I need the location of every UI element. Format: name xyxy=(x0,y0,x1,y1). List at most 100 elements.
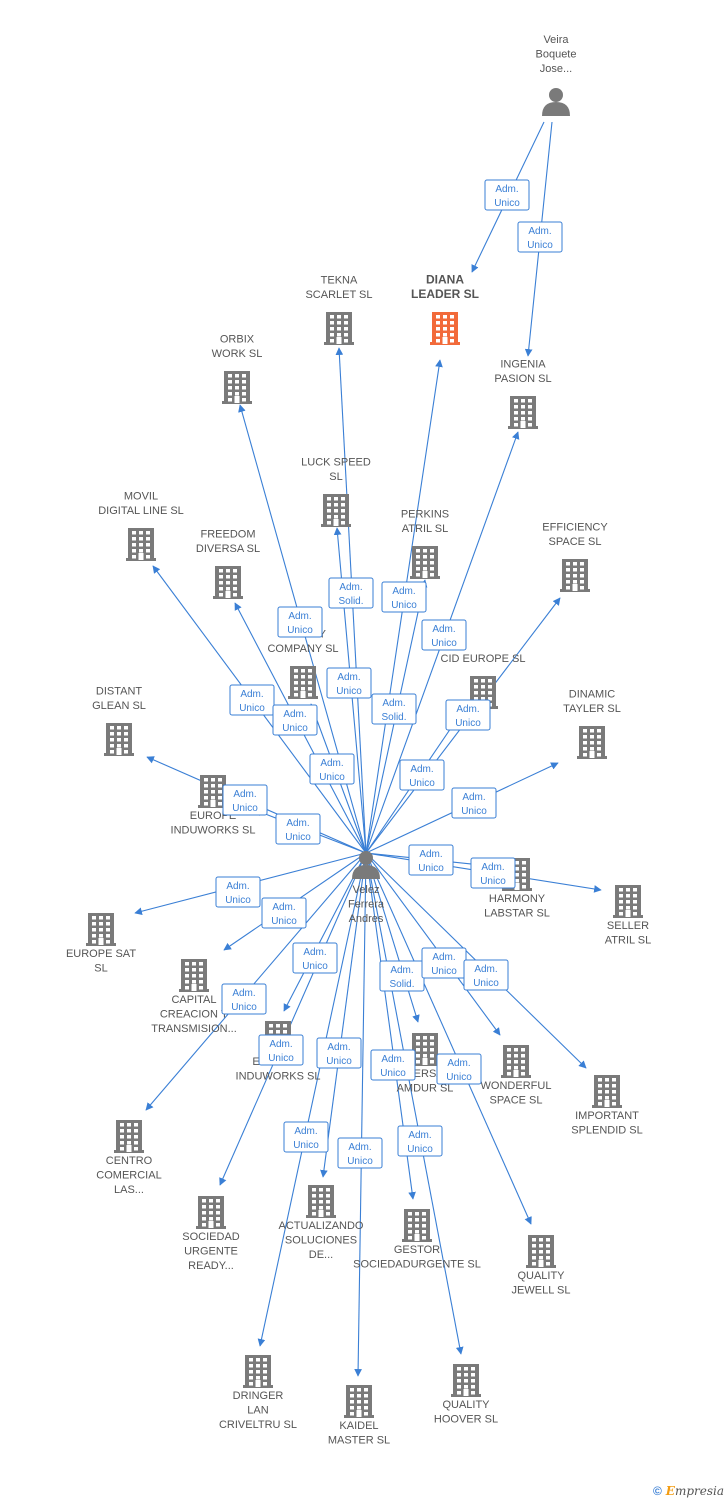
company-cid-label: CID EUROPE SL xyxy=(441,653,526,665)
company-dringer-label: DRINGER xyxy=(233,1390,284,1402)
relation-badge-harmony[interactable]: Adm.Unico xyxy=(408,844,454,876)
relation-edge-velez-kaidel xyxy=(354,852,367,1377)
relation-badge-experts[interactable]: Adm.Unico xyxy=(292,942,338,974)
building-icon[interactable] xyxy=(577,726,607,759)
building-icon[interactable] xyxy=(613,885,643,918)
building-icon[interactable] xyxy=(430,312,460,345)
edges-layer xyxy=(134,121,602,1377)
relation-badge-kaidel[interactable]: Adm.Unico xyxy=(337,1137,383,1169)
relation-badge-text: Adm. xyxy=(408,1130,431,1141)
relation-badge-text: Adm. xyxy=(337,672,360,683)
building-icon[interactable] xyxy=(508,396,538,429)
building-icon[interactable] xyxy=(222,371,252,404)
building-icon[interactable] xyxy=(410,546,440,579)
relation-badge-text: Adm. xyxy=(390,965,413,976)
relation-badge-movil[interactable]: Adm.Unico xyxy=(229,684,275,716)
relation-badge-dinamic[interactable]: Adm.Unico xyxy=(451,787,497,819)
building-icon[interactable] xyxy=(501,1045,531,1078)
company-versa-label: AMDUR SL xyxy=(397,1083,454,1095)
relation-badge-text: Unico xyxy=(287,625,313,636)
relation-badge-europeind[interactable]: Adm. Unico xyxy=(275,813,321,845)
company-qhoover-label: HOOVER SL xyxy=(434,1414,498,1426)
person-velez-label: Velez xyxy=(353,884,380,896)
person-icon[interactable] xyxy=(352,851,380,879)
building-icon[interactable] xyxy=(243,1355,273,1388)
company-distant-label: DISTANT xyxy=(96,686,143,698)
relation-badge-cid[interactable]: Adm.Unico xyxy=(399,759,445,791)
building-icon[interactable] xyxy=(213,566,243,599)
relation-badge-seller[interactable]: Adm.Unico xyxy=(470,857,516,889)
building-icon[interactable] xyxy=(288,666,318,699)
building-icon[interactable] xyxy=(560,559,590,592)
building-icon[interactable] xyxy=(104,723,134,756)
company-wonderful-label: SPACE SL xyxy=(490,1095,543,1107)
building-icon[interactable] xyxy=(114,1120,144,1153)
relation-badge-distant[interactable]: Adm.Unico xyxy=(222,784,268,816)
relation-edge-velez-centro xyxy=(145,852,367,1111)
relation-badge-text: Solid. xyxy=(381,712,406,723)
relation-badge-text: Adm. xyxy=(286,818,309,829)
relation-badge-efficiency[interactable]: Adm.Unico xyxy=(445,699,491,731)
building-icon[interactable] xyxy=(592,1075,622,1108)
relation-badge-text: Unico xyxy=(231,1002,257,1013)
building-icon[interactable] xyxy=(86,913,116,946)
relation-badge-dringer[interactable]: Adm.Unico xyxy=(283,1121,329,1153)
building-icon[interactable] xyxy=(179,959,209,992)
company-tekna-label: TEKNA xyxy=(321,275,358,287)
relation-badge-text: Adm. xyxy=(392,586,415,597)
building-icon[interactable] xyxy=(324,312,354,345)
company-centro-label: CENTRO xyxy=(106,1155,153,1167)
building-icon[interactable] xyxy=(402,1209,432,1242)
building-icon[interactable] xyxy=(196,1196,226,1229)
relation-badge-text: Adm. xyxy=(432,952,455,963)
person-veira-label: Boquete xyxy=(536,49,577,61)
relation-badge-text: Unico xyxy=(271,916,297,927)
building-icon[interactable] xyxy=(126,528,156,561)
relation-badge-sound[interactable]: Adm.Unico xyxy=(309,753,355,785)
company-qhoover-label: QUALITY xyxy=(442,1399,490,1411)
relation-badge-europesat[interactable]: Adm.Unico xyxy=(215,876,261,908)
relation-badge-text: Adm. xyxy=(481,862,504,873)
relation-badge-sociedad[interactable]: Adm.Unico xyxy=(258,1034,304,1066)
person-icon[interactable] xyxy=(542,88,570,116)
relation-badge-centro[interactable]: Adm.Unico xyxy=(221,983,267,1015)
company-diana-label: DIANA xyxy=(426,273,464,287)
relation-badge-freedom[interactable]: Adm.Unico xyxy=(272,704,318,736)
relation-badge-text: Adm. xyxy=(303,947,326,958)
relation-badge-ingenia[interactable]: Adm.Unico xyxy=(421,619,467,651)
relation-badge-text: Adm. xyxy=(348,1142,371,1153)
company-dringer-label: CRIVELTRU SL xyxy=(219,1419,297,1431)
building-icon[interactable] xyxy=(321,494,351,527)
relation-badge-ingenia[interactable]: Adm.Unico xyxy=(517,221,563,253)
relation-badge-perkins[interactable]: Adm.Solid. xyxy=(371,693,417,725)
relation-badge-actualizando[interactable]: Adm.Unico xyxy=(316,1037,362,1069)
relation-badge-luck[interactable]: Adm.Unico xyxy=(326,667,372,699)
relation-badge-text: Unico xyxy=(446,1072,472,1083)
building-icon[interactable] xyxy=(344,1385,374,1418)
building-icon[interactable] xyxy=(410,1033,440,1066)
relation-edge-velez-experts xyxy=(283,852,367,1012)
relation-badge-text: Adm. xyxy=(456,704,479,715)
company-sociedad-label: SOCIEDAD xyxy=(182,1231,240,1243)
relation-badge-diana[interactable]: Adm.Unico xyxy=(484,179,530,211)
company-gestor-label: GESTOR xyxy=(394,1244,440,1256)
brand-name: mpresia xyxy=(674,1484,724,1498)
company-ingenia-label: PASION SL xyxy=(494,373,551,385)
building-icon[interactable] xyxy=(306,1185,336,1218)
company-movil-label: DIGITAL LINE SL xyxy=(98,505,184,517)
building-icon[interactable] xyxy=(526,1235,556,1268)
relation-badge-versa[interactable]: Adm.Solid. xyxy=(379,960,425,992)
building-icon[interactable] xyxy=(198,775,228,808)
relation-badge-important[interactable]: Adm.Unico xyxy=(463,959,509,991)
relation-badge-text: Unico xyxy=(285,832,311,843)
building-icon[interactable] xyxy=(451,1364,481,1397)
relation-badge-qjewell[interactable]: Adm.Unico xyxy=(436,1053,482,1085)
relation-badge-orbix[interactable]: Adm.Unico xyxy=(277,606,323,638)
company-europesat-label: EUROPE SAT xyxy=(66,948,136,960)
relation-badge-tekna[interactable]: Adm.Solid. xyxy=(328,577,374,609)
relation-badge-diana[interactable]: Adm.Unico xyxy=(381,581,427,613)
relation-badge-wonderful[interactable]: Adm.Unico xyxy=(421,947,467,979)
relation-badge-gestor[interactable]: Adm.Unico xyxy=(370,1049,416,1081)
relation-badge-qhoover[interactable]: Adm.Unico xyxy=(397,1125,443,1157)
relation-badge-capital[interactable]: Adm.Unico xyxy=(261,897,307,929)
